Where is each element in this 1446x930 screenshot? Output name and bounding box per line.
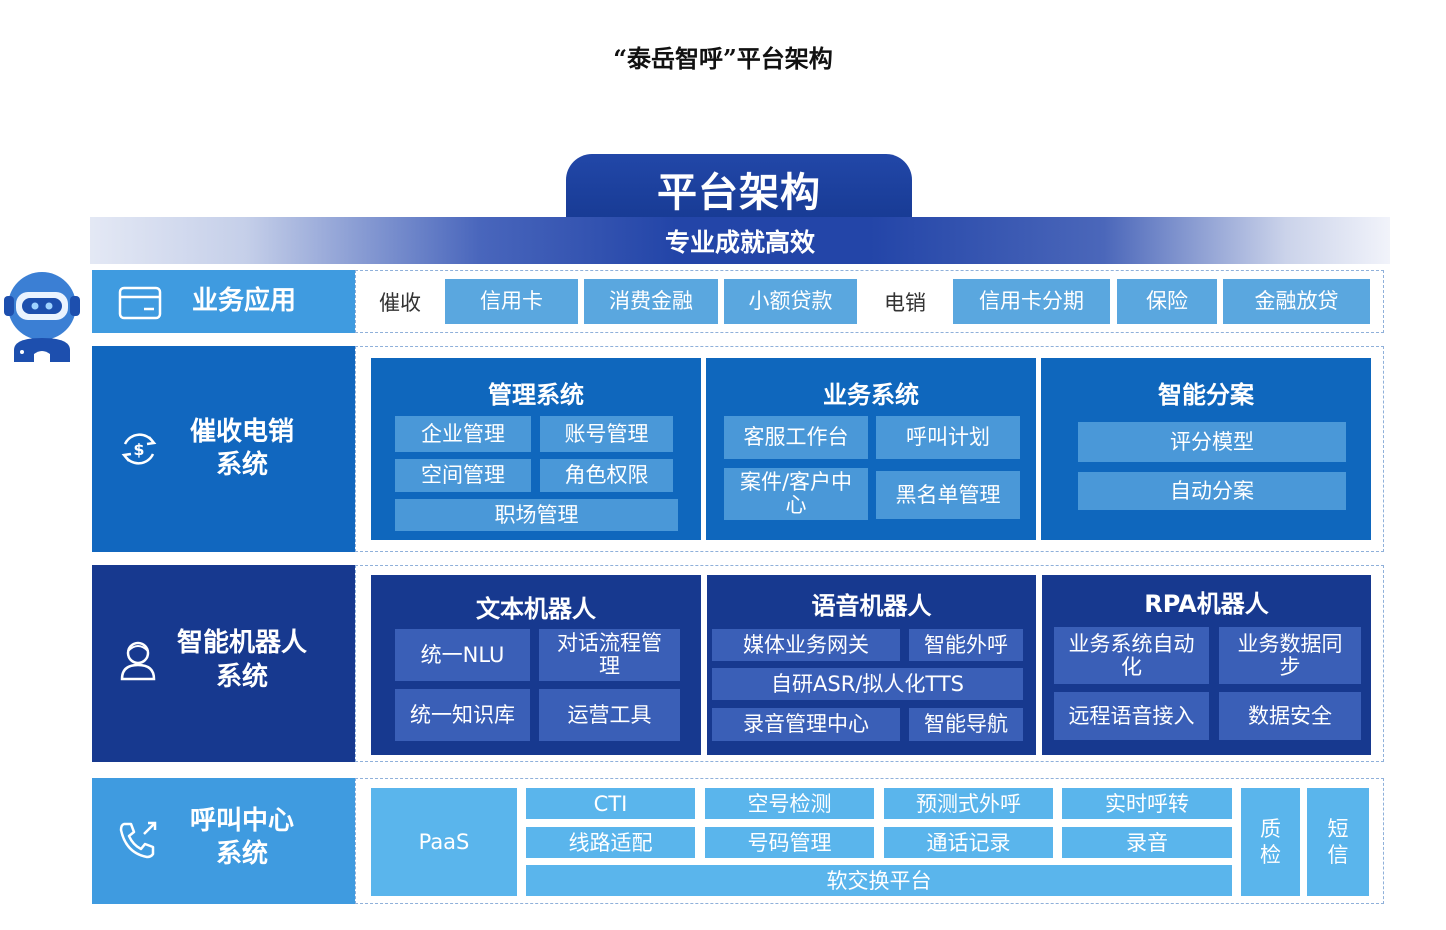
business-row-label: 业务应用 — [92, 270, 355, 333]
business-item-installments: 信用卡分期 — [953, 279, 1110, 324]
asr-tts-box: 自研ASR/拟人化TTS — [712, 668, 1023, 700]
smart-outbound-box: 智能外呼 — [909, 629, 1023, 661]
callcenter-row: 呼叫中心 系统 PaaS CTI 空号检测 预测式外呼 实时呼转 线路适配 号码… — [92, 778, 1384, 904]
card-icon — [118, 286, 162, 324]
callcenter-row-title-line2: 系统 — [215, 839, 268, 869]
callcenter-items-container — [355, 778, 1384, 904]
unified-knowledge-base-box: 统一知识库 — [395, 689, 530, 741]
robots-panels-container — [355, 565, 1384, 762]
paas-box: PaaS — [371, 788, 517, 896]
realtime-transfer-box: 实时呼转 — [1062, 788, 1232, 819]
dialog-flow-management-box: 对话流程管理 — [539, 629, 680, 681]
agent-workbench-box: 客服工作台 — [724, 416, 868, 459]
workplace-management-box: 职场管理 — [395, 499, 678, 531]
smart-allocation-panel: 智能分案 评分模型 自动分案 — [1041, 358, 1371, 540]
number-management-box: 号码管理 — [705, 827, 874, 858]
business-item-collection: 催收 — [379, 290, 421, 315]
account-management-box: 账号管理 — [540, 416, 673, 452]
business-system-title: 业务系统 — [823, 380, 919, 409]
line-adaptation-box: 线路适配 — [526, 827, 695, 858]
business-row-title: 业务应用 — [191, 286, 296, 316]
callcenter-row-title-line1: 呼叫中心 — [189, 806, 294, 836]
unified-nlu-box: 统一NLU — [395, 629, 530, 681]
business-item-lending: 金融放贷 — [1223, 279, 1370, 324]
business-items-container — [355, 270, 1384, 333]
architecture-title-tab: 平台架构 — [566, 154, 912, 224]
media-gateway-box: 媒体业务网关 — [712, 629, 900, 661]
robots-row: 智能机器人 系统 文本机器人 统一NLU 对话流程管理 统一知识库 运营工具 语… — [92, 565, 1384, 762]
collection-row-title-line2: 系统 — [215, 450, 268, 480]
robots-row-title-line2: 系统 — [215, 662, 268, 692]
smart-navigation-box: 智能导航 — [909, 708, 1023, 741]
blacklist-management-box: 黑名单管理 — [876, 471, 1020, 519]
operations-tools-box: 运营工具 — [539, 689, 680, 741]
business-item-credit-card: 信用卡 — [445, 279, 578, 324]
cti-box: CTI — [526, 788, 695, 819]
auto-allocation-box: 自动分案 — [1078, 472, 1346, 510]
collection-panels-container — [355, 346, 1384, 552]
case-customer-center-box: 案件/客户中心 — [724, 468, 868, 520]
space-management-box: 空间管理 — [395, 459, 531, 492]
softswitch-platform-box: 软交换平台 — [526, 865, 1232, 896]
collection-row-label: $ 催收电销 系统 — [92, 346, 355, 552]
person-icon — [118, 639, 158, 685]
voice-robot-panel: 语音机器人 媒体业务网关 智能外呼 自研ASR/拟人化TTS 录音管理中心 智能… — [707, 575, 1036, 755]
phone-icon — [118, 820, 160, 864]
text-robot-title: 文本机器人 — [476, 594, 596, 623]
enterprise-management-box: 企业管理 — [395, 416, 531, 452]
text-robot-panel: 文本机器人 统一NLU 对话流程管理 统一知识库 运营工具 — [371, 575, 701, 755]
business-item-insurance: 保险 — [1117, 279, 1217, 324]
business-item-consumer-finance: 消费金融 — [584, 279, 718, 324]
call-records-box: 通话记录 — [884, 827, 1053, 858]
smart-allocation-title: 智能分案 — [1158, 380, 1254, 409]
robot-mascot-icon — [0, 266, 84, 362]
predictive-dialing-box: 预测式外呼 — [884, 788, 1053, 819]
quality-check-box: 质 检 — [1241, 788, 1300, 896]
sms-box: 短 信 — [1307, 788, 1369, 896]
architecture-subtitle-band: 专业成就高效 — [90, 217, 1390, 264]
collection-row-title-line1: 催收电销 — [189, 417, 294, 447]
robots-row-label: 智能机器人 系统 — [92, 565, 355, 762]
management-system-panel: 管理系统 企业管理 账号管理 空间管理 角色权限 职场管理 — [371, 358, 701, 540]
robots-row-title-line1: 智能机器人 — [176, 628, 307, 658]
rpa-robot-panel: RPA机器人 业务系统自动化 业务数据同步 远程语音接入 数据安全 — [1042, 575, 1371, 755]
callcenter-row-label: 呼叫中心 系统 — [92, 778, 355, 904]
management-system-title: 管理系统 — [488, 380, 584, 409]
business-system-panel: 业务系统 客服工作台 呼叫计划 案件/客户中心 黑名单管理 — [706, 358, 1036, 540]
dollar-cycle-icon: $ — [118, 428, 160, 474]
remote-voice-access-box: 远程语音接入 — [1054, 692, 1209, 740]
recording-box: 录音 — [1062, 827, 1232, 858]
business-automation-box: 业务系统自动化 — [1054, 627, 1209, 684]
rpa-robot-title: RPA机器人 — [1144, 589, 1269, 618]
scoring-model-box: 评分模型 — [1078, 422, 1346, 462]
recording-center-box: 录音管理中心 — [712, 708, 900, 741]
business-row: 业务应用 催收 信用卡 消费金融 小额贷款 电销 信用卡分期 保险 金融放贷 — [92, 270, 1384, 333]
document-title: “泰岳智呼”平台架构 — [613, 43, 833, 73]
empty-number-detection-box: 空号检测 — [705, 788, 874, 819]
svg-text:$: $ — [133, 440, 144, 459]
data-security-box: 数据安全 — [1219, 692, 1361, 740]
collection-row: $ 催收电销 系统 管理系统 企业管理 账号管理 空间管理 角色权限 职场管理 … — [92, 346, 1384, 552]
role-permissions-box: 角色权限 — [540, 459, 673, 492]
data-sync-box: 业务数据同步 — [1219, 627, 1361, 684]
voice-robot-title: 语音机器人 — [811, 591, 932, 620]
business-item-microloan: 小额贷款 — [724, 279, 857, 324]
business-item-telesales: 电销 — [884, 290, 926, 315]
call-plan-box: 呼叫计划 — [876, 416, 1020, 459]
